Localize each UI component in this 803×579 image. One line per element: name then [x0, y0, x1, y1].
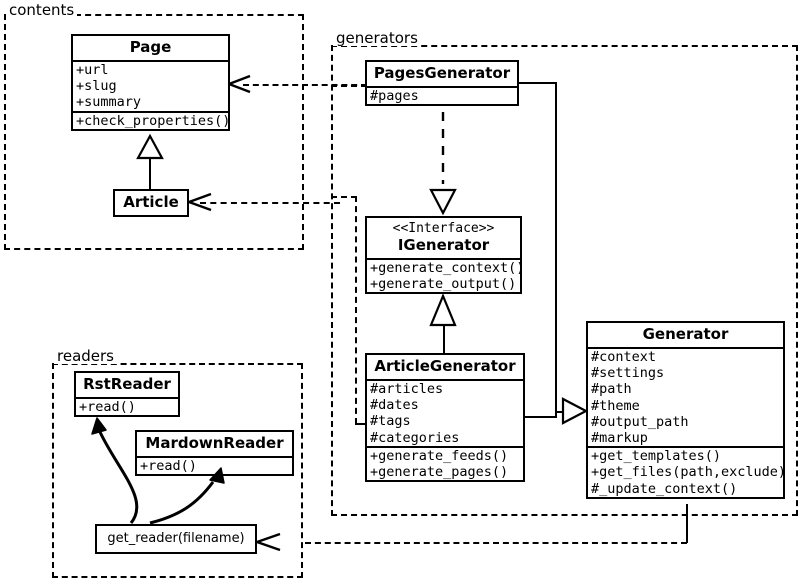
package-readers-label: readers: [54, 348, 117, 364]
class-article[interactable]: Article: [113, 189, 189, 217]
generator-to-get-reader-dependency: [305, 542, 687, 544]
pagesgenerator-to-generator-top: [519, 82, 557, 84]
method-row: +generate_feeds(): [370, 447, 509, 464]
attribute-row: #categories: [370, 429, 460, 446]
articlegenerator-dependency-exit: [331, 196, 357, 198]
class-mardown-reader-methods: +read(): [137, 456, 292, 474]
class-rst-reader[interactable]: RstReader +read(): [74, 371, 180, 418]
class-igenerator[interactable]: <<Interface>> IGenerator +generate_conte…: [365, 216, 525, 295]
attribute-row: +summary: [76, 94, 142, 111]
attribute-row: #settings: [591, 365, 665, 382]
pagesgenerator-to-page-dependency: [243, 84, 367, 86]
pagesgenerator-dependency-stub: [331, 85, 367, 87]
method-row: +read(): [140, 458, 197, 474]
class-page-methods: +check_properties(): [73, 110, 231, 129]
package-contents: [4, 14, 304, 250]
attribute-row: #output_path: [591, 413, 689, 430]
class-igenerator-methods: +generate_context() +generate_output(): [367, 258, 525, 293]
article-to-page-stem: [149, 155, 151, 189]
pagesgenerator-to-generator-entry: [555, 411, 568, 413]
articlegenerator-to-generator-jog: [555, 411, 557, 418]
method-row: +generate_output(): [370, 276, 517, 293]
package-generators-label: generators: [333, 30, 421, 46]
class-article-generator-methods: +generate_feeds() +generate_pages(): [367, 445, 523, 481]
package-contents-label: contents: [6, 2, 78, 18]
class-generator-attributes: #context #settings #path #theme #output_…: [588, 347, 783, 446]
class-mardown-reader-title: MardownReader: [145, 434, 284, 452]
method-row: +get_files(path,exclude): [591, 464, 787, 481]
articlegenerator-to-article-dependency: [200, 202, 340, 204]
articlegenerator-dependency-riser: [355, 196, 357, 424]
class-pages-generator[interactable]: PagesGenerator #pages: [365, 60, 519, 107]
class-pages-generator-attributes: #pages: [367, 86, 517, 104]
class-pages-generator-title: PagesGenerator: [373, 64, 511, 82]
function-get-reader-label: get_reader(filename): [107, 531, 245, 546]
attribute-row: #articles: [370, 381, 444, 397]
method-row: +generate_pages(): [370, 464, 509, 481]
attribute-row: #markup: [591, 430, 648, 447]
class-generator-title: Generator: [642, 325, 729, 343]
attribute-row: #pages: [370, 88, 419, 104]
attribute-row: #theme: [591, 397, 640, 414]
class-page[interactable]: Page +url +slug +summary +check_properti…: [71, 34, 230, 131]
articlegenerator-to-igenerator-stem: [443, 325, 445, 353]
attribute-row: #context: [591, 349, 657, 365]
class-page-title: Page: [129, 38, 172, 56]
class-article-generator[interactable]: ArticleGenerator #articles #dates #tags …: [365, 353, 525, 483]
class-rst-reader-methods: +read(): [76, 397, 178, 415]
class-igenerator-title: IGenerator: [397, 236, 490, 254]
method-row: +get_templates(): [591, 448, 722, 465]
class-page-attributes: +url +slug +summary: [73, 60, 228, 111]
class-generator[interactable]: Generator #context #settings #path #them…: [586, 321, 787, 499]
articlegenerator-dependency-stub: [355, 423, 367, 425]
class-generator-methods: +get_templates() +get_files(path,exclude…: [588, 446, 787, 497]
method-row: +generate_context(): [370, 260, 525, 276]
attribute-row: #tags: [370, 413, 411, 430]
attribute-row: +url: [76, 62, 109, 78]
pagesgenerator-to-generator-riser: [555, 82, 557, 413]
attribute-row: #dates: [370, 397, 419, 414]
class-article-generator-attributes: #articles #dates #tags #categories: [367, 379, 523, 446]
class-article-generator-title: ArticleGenerator: [374, 357, 516, 375]
articlegenerator-to-generator-link: [525, 416, 557, 418]
class-mardown-reader[interactable]: MardownReader +read(): [135, 430, 294, 477]
class-rst-reader-title: RstReader: [83, 375, 171, 393]
method-row: #_update_context(): [591, 480, 738, 497]
attribute-row: +slug: [76, 78, 117, 95]
package-readers: [52, 363, 303, 578]
attribute-row: #path: [591, 381, 632, 398]
method-row: +read(): [79, 399, 136, 415]
package-generators: [331, 45, 798, 516]
generator-dependency-drop: [686, 504, 688, 543]
function-get-reader[interactable]: get_reader(filename): [95, 524, 257, 554]
class-article-title: Article: [123, 193, 179, 211]
class-igenerator-stereotype: <<Interface>>: [392, 221, 495, 236]
method-row: +check_properties(): [76, 112, 231, 129]
